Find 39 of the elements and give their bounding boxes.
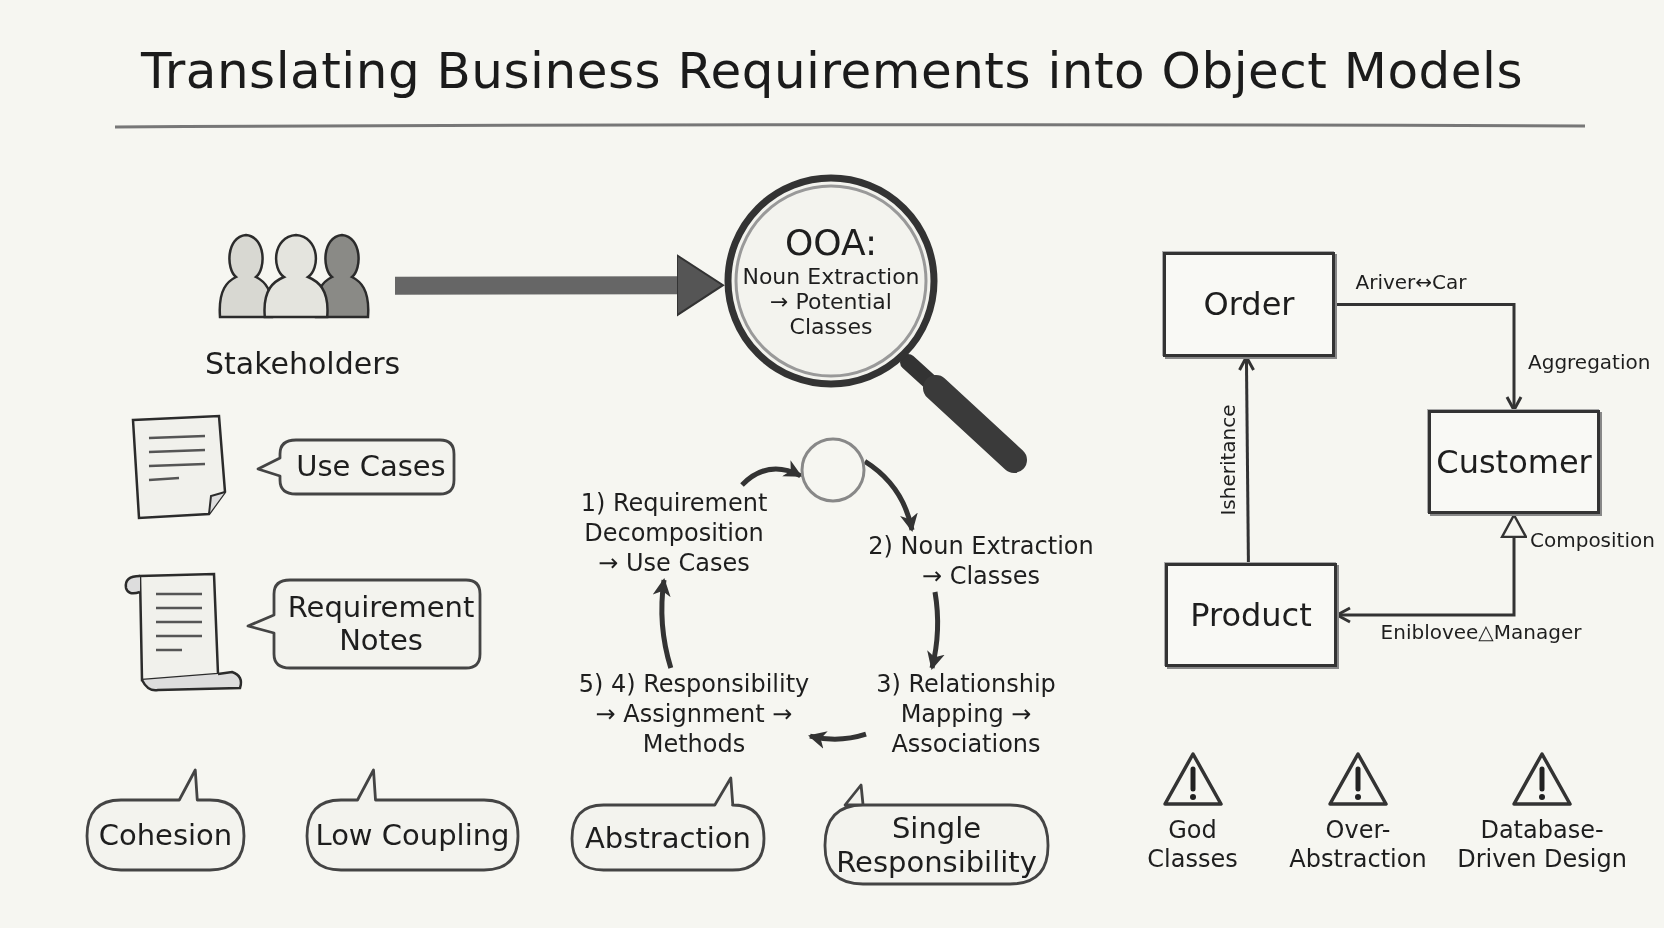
arrow bbox=[653, 578, 674, 669]
diagram-title: Translating Business Requirements into Object Models bbox=[141, 42, 1523, 100]
speech-bubble bbox=[246, 578, 482, 670]
bubble-text: Use Cases bbox=[295, 450, 447, 484]
class-box bbox=[1165, 563, 1337, 667]
step-label: 3) Relationship Mapping → Associations bbox=[866, 668, 1066, 760]
relation-label: Ariver↔Car bbox=[1354, 270, 1468, 294]
speech-bubble bbox=[305, 768, 520, 872]
bubble-text: Requirement Notes bbox=[286, 590, 476, 658]
bubble-text: Low Coupling bbox=[314, 819, 511, 853]
class-box bbox=[1428, 410, 1600, 514]
arrow bbox=[863, 459, 918, 532]
bubble-text: Single Responsibility bbox=[835, 812, 1038, 879]
step-label: 1) Requirement Decomposition → Use Cases bbox=[574, 485, 774, 580]
bubble-text: Abstraction bbox=[584, 821, 752, 856]
warning-label: Database-Driven Design bbox=[1456, 816, 1628, 874]
class-name: Order bbox=[1203, 286, 1295, 323]
speech-bubble bbox=[256, 438, 456, 496]
arrow bbox=[926, 591, 945, 670]
warning-label: God Classes bbox=[1146, 816, 1239, 874]
step-label: 5) 4) Responsibility → Assignment → Methods bbox=[578, 668, 810, 760]
warning-label: Over-Abstraction bbox=[1288, 816, 1428, 874]
lens-heading: OOA: bbox=[784, 222, 878, 264]
arrow bbox=[394, 254, 724, 317]
class-name: Product bbox=[1190, 596, 1312, 634]
magnifier-lens bbox=[724, 174, 938, 388]
cycle-circle bbox=[800, 437, 866, 503]
arrow bbox=[740, 460, 803, 487]
lens-text: Noun Extraction → Potential Classes bbox=[741, 263, 921, 340]
relation-label: Eniblovee△Manager bbox=[1379, 620, 1583, 644]
speech-bubble bbox=[823, 783, 1050, 886]
class-box bbox=[1163, 252, 1335, 357]
speech-bubble bbox=[570, 776, 766, 872]
speech-bubble bbox=[85, 768, 246, 872]
bubble-text: Cohesion bbox=[97, 819, 234, 853]
arrow bbox=[1335, 303, 1523, 412]
class-name: Customer bbox=[1436, 443, 1592, 481]
step-label: 2) Noun Extraction → Classes bbox=[866, 530, 1096, 592]
arrow bbox=[808, 730, 867, 749]
